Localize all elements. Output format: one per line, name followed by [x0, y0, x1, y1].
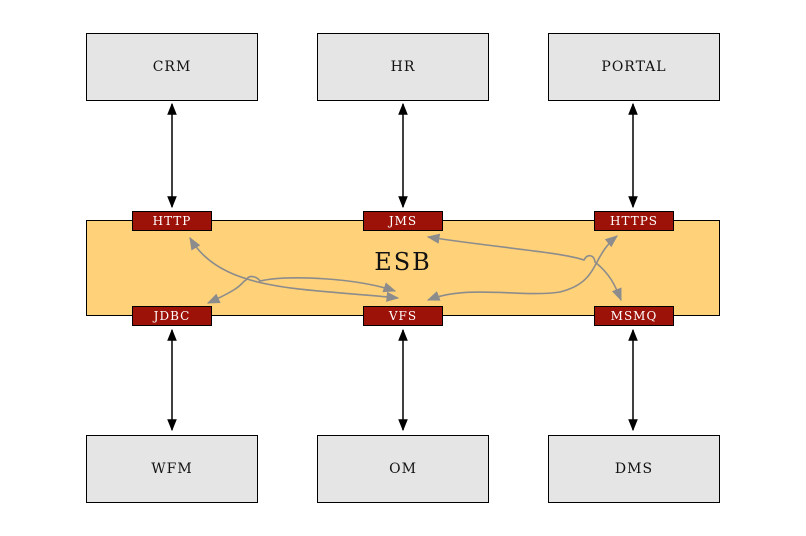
system-label-crm: CRM: [152, 59, 192, 75]
system-box-om: OM: [317, 435, 489, 503]
system-box-dms: DMS: [548, 435, 720, 503]
esb-bus: [86, 220, 720, 316]
adapter-http: HTTP: [132, 211, 212, 231]
system-box-wfm: WFM: [86, 435, 258, 503]
system-label-om: OM: [389, 461, 417, 477]
system-label-dms: DMS: [614, 461, 654, 477]
adapter-msmq: MSMQ: [594, 306, 674, 326]
adapter-label-https: HTTPS: [610, 214, 658, 228]
adapter-https: HTTPS: [594, 211, 674, 231]
system-label-hr: HR: [390, 59, 416, 75]
adapter-jdbc: JDBC: [132, 306, 212, 326]
system-box-crm: CRM: [86, 33, 258, 101]
system-label-wfm: WFM: [151, 461, 193, 477]
adapter-label-http: HTTP: [152, 214, 192, 228]
adapter-label-vfs: VFS: [388, 309, 418, 323]
adapter-jms: JMS: [363, 211, 443, 231]
adapter-label-jdbc: JDBC: [153, 309, 191, 323]
adapter-label-msmq: MSMQ: [610, 309, 658, 323]
system-box-hr: HR: [317, 33, 489, 101]
adapter-label-jms: JMS: [388, 214, 418, 228]
system-label-portal: PORTAL: [601, 59, 667, 75]
system-box-portal: PORTAL: [548, 33, 720, 101]
adapter-vfs: VFS: [363, 306, 443, 326]
